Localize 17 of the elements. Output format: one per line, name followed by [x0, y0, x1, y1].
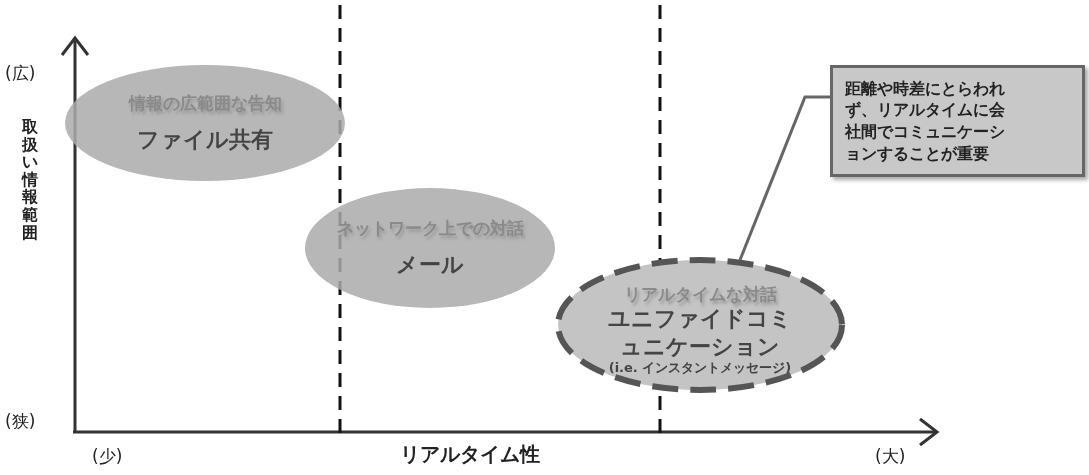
- area-label: ユニファイドコミュニケーション: [607, 305, 793, 360]
- ellipse-area: [555, 257, 845, 393]
- area-heading: リアルタイムな対話: [623, 283, 777, 305]
- area-label: メール: [396, 250, 464, 279]
- axis-title: リアルタイム性: [400, 441, 540, 468]
- axis-end-label: (大): [875, 445, 906, 468]
- callout-box: [830, 65, 1085, 177]
- axis-end-label: (少): [92, 445, 123, 468]
- callout-text: 距離や時差にとらわれず、リアルタイムに会社間でコミュニケーションすることが重要: [845, 77, 1006, 165]
- ellipse-area: [65, 65, 345, 181]
- ellipse-area: [305, 188, 555, 308]
- area-label: ファイル共有: [137, 125, 273, 154]
- area-note: (i.e. インスタントメッセージ): [608, 360, 792, 377]
- axis-title: 取扱い情報範囲: [22, 118, 38, 242]
- leader-line: [738, 95, 830, 261]
- axis-end-label: (狭): [5, 410, 36, 433]
- axis-end-label: (広): [5, 62, 36, 85]
